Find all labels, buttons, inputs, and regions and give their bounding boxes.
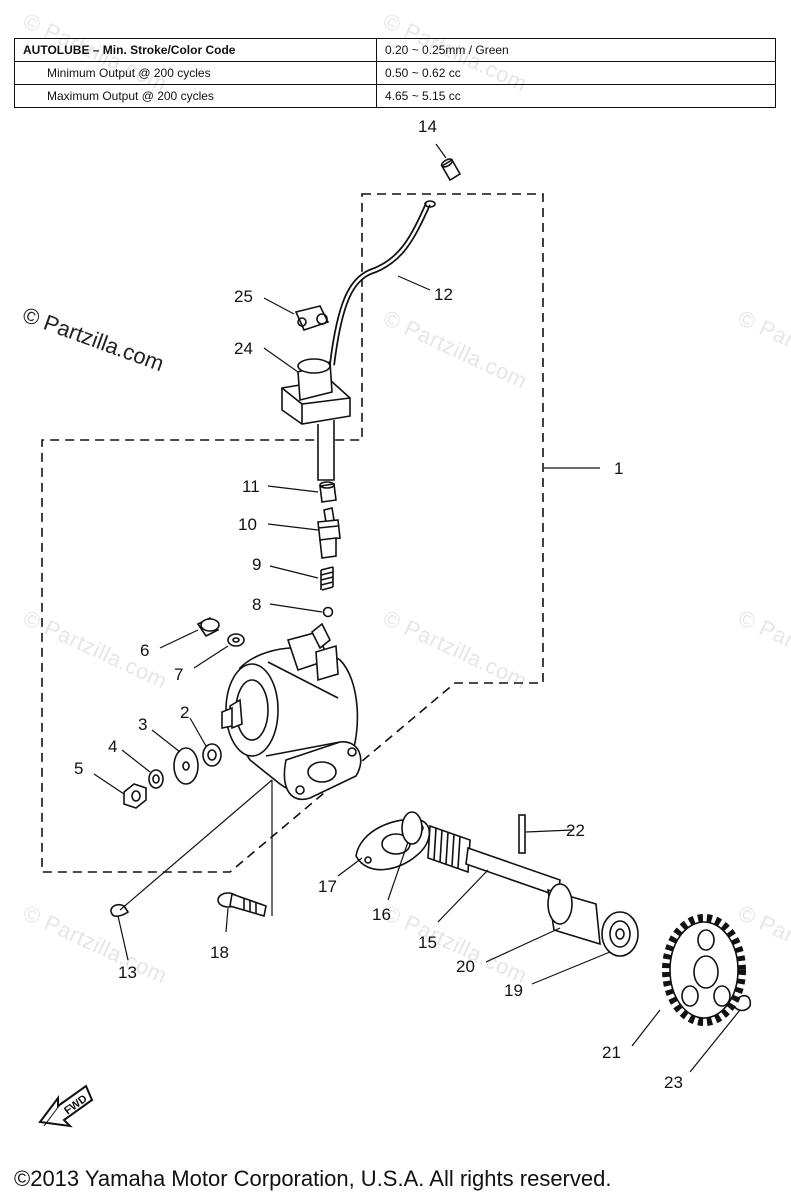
part-5-nut [123,783,147,809]
part-23-circlip [733,994,752,1012]
callout-22: 22 [566,821,585,840]
callout-14: 14 [418,117,437,136]
spec-label: Maximum Output @ 200 cycles [14,84,377,108]
part-22-pin [518,814,526,854]
spec-value: 0.20 ~ 0.25mm / Green [376,38,776,62]
part-2-washer [202,743,222,767]
spec-row: AUTOLUBE – Min. Stroke/Color Code 0.20 ~… [14,38,776,62]
part-10-valve [317,507,341,559]
callout-13: 13 [118,963,137,982]
spec-value: 4.65 ~ 5.15 cc [376,84,776,108]
callout-18: 18 [210,943,229,962]
part-9-spring [320,566,334,591]
part-8-ball [322,606,334,618]
spec-value: 0.50 ~ 0.62 cc [376,61,776,85]
callout-4: 4 [108,737,117,756]
callout-2: 2 [180,703,189,722]
part-18-bolt [217,892,267,918]
callout-10: 10 [238,515,257,534]
part-19-bearing [601,911,639,957]
part-14-cap [440,158,462,182]
callout-21: 21 [602,1043,621,1062]
leader-lines [93,143,741,1073]
callout-1: 1 [614,459,623,478]
autolube-spec-table: AUTOLUBE – Min. Stroke/Color Code 0.20 ~… [14,38,776,108]
callout-5: 5 [74,759,83,778]
part-15-shaft [427,824,561,898]
copyright-notice: ©2013 Yamaha Motor Corporation, U.S.A. A… [14,1166,612,1191]
part-13-clip [110,903,130,917]
callout-24: 24 [234,339,253,358]
callout-7: 7 [174,665,183,684]
part-3-plate [173,747,199,785]
callout-numbers: 1 2 3 4 5 6 7 8 9 10 11 12 13 14 15 16 1… [74,117,683,1092]
callout-6: 6 [140,641,149,660]
callout-23: 23 [664,1073,683,1092]
part-4-lockwasher [148,769,164,789]
part-12-pipe [329,200,436,366]
oil-pump-body [221,622,362,801]
spec-row: Minimum Output @ 200 cycles 0.50 ~ 0.62 … [14,61,776,85]
callout-25: 25 [234,287,253,306]
part-7-washer [227,633,245,647]
callout-11: 11 [242,477,260,496]
callout-17: 17 [318,877,337,896]
spec-row: Maximum Output @ 200 cycles 4.65 ~ 5.15 … [14,84,776,108]
callout-8: 8 [252,595,261,614]
part-11-collar [319,481,337,503]
callout-12: 12 [434,285,453,304]
part-6-screw [196,616,220,638]
part-16-oring [401,811,423,845]
fwd-arrow-icon [38,1084,94,1128]
part-20-bushing [547,883,601,946]
callout-19: 19 [504,981,523,1000]
part-25-clip [294,305,330,331]
callout-20: 20 [456,957,475,976]
callout-3: 3 [138,715,147,734]
part-21-gear [662,914,746,1026]
callout-9: 9 [252,555,261,574]
callout-15: 15 [418,933,437,952]
assembly-boundary [41,193,544,873]
callout-16: 16 [372,905,391,924]
part-24-fitting [281,358,351,481]
spec-label: AUTOLUBE – Min. Stroke/Color Code [14,38,377,62]
